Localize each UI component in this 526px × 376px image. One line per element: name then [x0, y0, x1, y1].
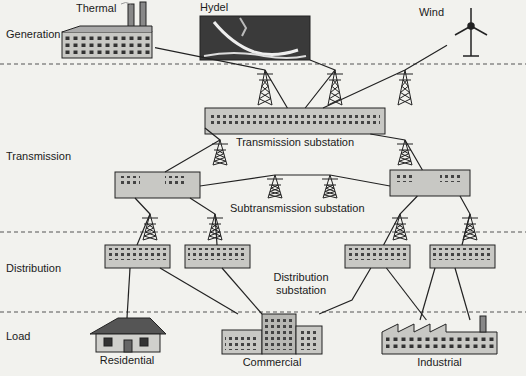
transmission-tower	[257, 70, 273, 105]
level-separator	[0, 64, 526, 312]
power-line	[305, 60, 335, 108]
wind-turbine	[455, 8, 487, 56]
facility-label: Industrial	[417, 356, 462, 369]
level-label: Distribution	[6, 262, 61, 274]
facility-node: Wind	[447, 4, 495, 58]
facility-label: Commercial	[243, 356, 302, 369]
level-label: Load	[6, 330, 30, 342]
power-line-path	[155, 48, 287, 108]
transmission-tower	[392, 214, 408, 240]
residential-house	[90, 318, 166, 352]
facility-node: Subtransmission substation	[390, 170, 470, 196]
power-line	[222, 268, 262, 314]
transmission-tower	[397, 70, 413, 105]
power-line	[155, 48, 287, 108]
power-line	[386, 268, 426, 320]
hydel-dam	[200, 16, 310, 60]
power-line	[323, 45, 447, 108]
facility-label: Wind	[419, 6, 444, 19]
thermal-plant	[62, 2, 152, 58]
power-line-path	[384, 196, 418, 245]
power-line	[370, 134, 422, 170]
power-line-path	[386, 268, 426, 320]
facility-node: Commercial	[222, 314, 322, 354]
facility-node: Thermal	[60, 18, 155, 58]
power-line-path	[323, 45, 447, 108]
transmission-tower	[267, 175, 283, 198]
level-label: Transmission	[6, 150, 71, 162]
facility-label: Hydel	[200, 1, 228, 14]
transmission-tower	[322, 175, 338, 198]
facility-node: Residential	[88, 318, 166, 352]
industrial-plant	[382, 316, 497, 354]
transmission-tower	[397, 140, 413, 165]
facility-node: Industrial	[382, 320, 497, 354]
power-line-path	[305, 60, 335, 108]
power-line	[200, 175, 390, 186]
power-line	[420, 268, 435, 320]
facility-label: Subtransmission substation	[230, 202, 365, 215]
facility-node: Distribution substation	[345, 245, 410, 268]
power-line	[127, 268, 130, 318]
commercial-building	[222, 314, 322, 354]
power-line	[190, 198, 217, 245]
power-line	[160, 268, 238, 314]
power-line-path	[370, 134, 422, 170]
power-line	[384, 196, 418, 245]
facility-node: Transmission substation	[205, 108, 385, 134]
facility-node: Hydel	[200, 16, 310, 60]
power-line	[135, 198, 150, 245]
power-line	[460, 196, 470, 245]
facility-label: Residential	[100, 354, 154, 367]
facility-label: Distribution substation	[263, 271, 339, 297]
power-line	[455, 268, 470, 320]
substation-building	[105, 108, 495, 268]
power-line	[165, 128, 220, 172]
facility-label: Thermal	[76, 2, 116, 15]
facility-label: Transmission substation	[236, 136, 354, 149]
level-label: Generation	[6, 28, 60, 40]
